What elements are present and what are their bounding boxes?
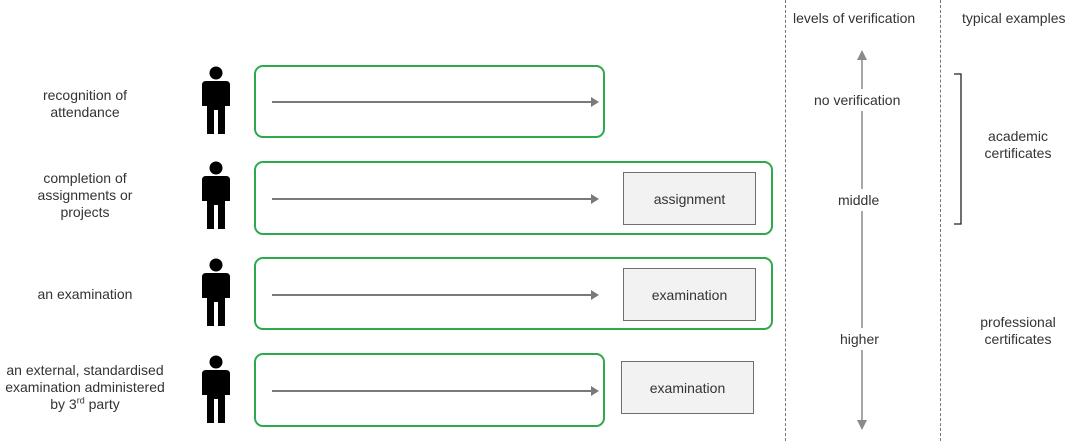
row-label-examination: an examination [0, 286, 170, 303]
separator-dashed-left [785, 0, 786, 441]
level-no-verification: no verification [814, 89, 901, 111]
row-label-line: by 3rd party [50, 395, 120, 412]
row-label-line: assignments or [37, 187, 133, 203]
verification-scale [857, 50, 867, 430]
verification-track-examination: examination [254, 257, 773, 330]
person-icon [202, 355, 230, 423]
verification-track-attendance [254, 65, 605, 138]
row-label-line: an external, standardised [6, 362, 164, 378]
arrow-icon [272, 97, 599, 107]
examination-tag: examination [623, 268, 756, 321]
person-icon [202, 66, 230, 134]
assignment-tag: assignment [623, 172, 756, 225]
example-professional: professional certificates [963, 314, 1073, 348]
arrow-icon [272, 194, 599, 204]
person-icon [202, 258, 230, 326]
academic-bracket [954, 73, 962, 225]
level-higher: higher [840, 328, 879, 350]
example-line: professional [980, 314, 1056, 330]
row-label-line: examination administered [5, 379, 165, 395]
row-label-line: projects [60, 204, 110, 220]
row-label-external-exam: an external, standardised examination ad… [0, 362, 170, 413]
example-line: certificates [984, 145, 1052, 161]
example-academic: academic certificates [963, 128, 1073, 162]
person-icon [202, 161, 230, 229]
down-arrow-icon [857, 420, 867, 430]
row-label-line: an examination [37, 286, 133, 302]
arrow-icon [272, 386, 599, 396]
row-label-line: recognition of [42, 87, 128, 103]
external-examination-tag: examination [621, 361, 754, 414]
example-line: academic [988, 128, 1048, 144]
verification-track-external [254, 353, 605, 427]
row-label-line: attendance [50, 104, 120, 120]
row-label-line: completion of [43, 170, 127, 186]
levels-of-verification-header: levels of verification [793, 10, 916, 26]
row-label-assignments: completion of assignments or projects [0, 170, 170, 221]
typical-examples-header: typical examples [962, 10, 1066, 26]
verification-track-assignments: assignment [254, 161, 773, 235]
example-line: certificates [984, 331, 1052, 347]
up-arrow-icon [857, 50, 867, 60]
level-middle: middle [838, 189, 880, 211]
row-label-attendance: recognition of attendance [0, 87, 170, 121]
arrow-icon [272, 290, 599, 300]
separator-dashed-right [940, 0, 941, 441]
